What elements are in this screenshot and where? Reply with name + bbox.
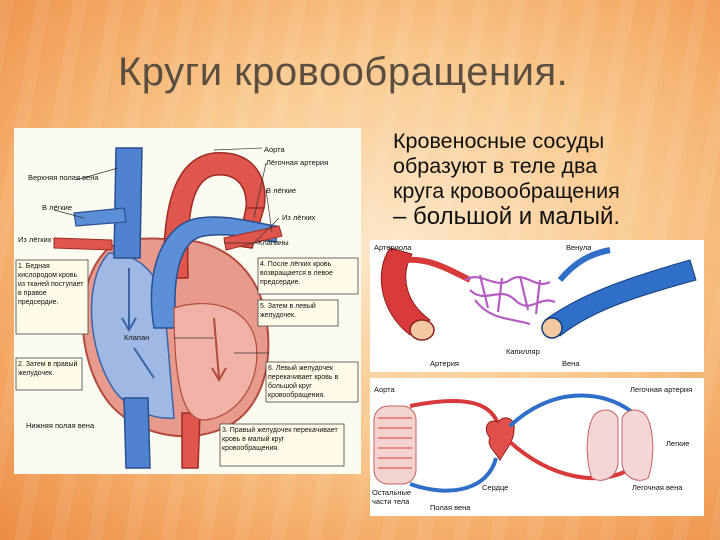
body-tissue <box>373 405 417 485</box>
label-superior-vena-cava: Верхняя полая вена <box>28 173 99 182</box>
pulmonary-artery-loop <box>508 393 634 428</box>
pulmonary-trunk <box>150 216 277 329</box>
pulmonary-left-branch <box>73 207 127 227</box>
description-line-4: – большой и малый. <box>393 203 621 230</box>
body-capillaries <box>378 417 412 469</box>
label-from-lungs-left: Из лёгких <box>18 235 52 244</box>
vessels-illustration: Артериола Венула Капилляр Артерия Вена <box>374 243 697 368</box>
label-venule: Венула <box>566 243 592 252</box>
label-aorta-small: Аорта <box>374 385 396 394</box>
label-artery: Артерия <box>430 359 459 368</box>
systemic-vein-loop <box>409 457 498 493</box>
label-lungs: Легкие <box>666 439 689 448</box>
heart-illustration: Аорта Лёгочная артерия Верхняя полая вен… <box>15 145 359 469</box>
label-rest-of-body: Остальные части тела <box>372 488 412 506</box>
slide-title: Круги кровообращения. <box>118 50 569 94</box>
description-line-2: образуют в теле два <box>393 154 598 178</box>
heart-small <box>485 417 515 462</box>
heart-diagram: Аорта Лёгочная артерия Верхняя полая вен… <box>14 128 361 474</box>
step-box-5: 5. Затем в левый желудочек. <box>257 299 339 327</box>
label-arteriole: Артериола <box>374 243 412 252</box>
description-line-1: Кровеносные сосуды <box>393 129 605 153</box>
vein-shape <box>544 259 697 337</box>
lung-left <box>586 409 619 481</box>
artery-cross-section <box>409 319 435 341</box>
flow-arrows-red <box>211 317 227 382</box>
label-pulmonary-vein-small: Легочная вена <box>632 483 683 492</box>
lower-aorta <box>181 412 201 469</box>
label-to-lungs-right: В лёгкие <box>266 186 296 195</box>
pulmonary-vein-loop <box>508 440 634 481</box>
label-aorta: Аорта <box>264 145 286 154</box>
left-ventricle <box>173 302 258 421</box>
step-box-4: 4. После лёгких кровь возвращается в лев… <box>257 257 359 295</box>
leader-lines <box>53 147 280 354</box>
description-line-3: круга кровообращения <box>393 179 620 203</box>
flow-arrows-blue <box>121 268 155 379</box>
venule-shape <box>557 247 611 282</box>
step-box-6: 6. Левый желудочек перекачивает кровь в … <box>265 361 359 403</box>
circulation-diagram: Аорта Легочная артерия Легкие Легочная в… <box>370 378 704 516</box>
label-capillary: Капилляр <box>506 347 540 356</box>
description-text: Кровеносные сосуды образуют в теле два к… <box>393 129 713 229</box>
arteriole-shape <box>405 256 472 283</box>
step-box-2: 2. Затем в правый желудочек. <box>15 357 83 391</box>
label-inferior-vena-cava: Нижняя полая вена <box>26 421 95 430</box>
vessels-diagram: Артериола Венула Капилляр Артерия Вена <box>370 240 704 372</box>
label-vein: Вена <box>562 359 580 368</box>
label-vena-cava: Полая вена <box>430 503 471 512</box>
step-box-1: 1. Бедная кислородом кровь из тканей пос… <box>15 259 89 335</box>
label-heart: Сердце <box>482 483 508 492</box>
circulation-illustration: Аорта Легочная артерия Легкие Легочная в… <box>372 385 692 512</box>
pulmonary-vein-left <box>53 237 113 251</box>
vein-cross-section <box>541 317 563 339</box>
inferior-vena-cava <box>123 397 151 469</box>
superior-vena-cava <box>113 147 143 259</box>
label-pulmonary-artery: Лёгочная артерия <box>266 158 328 167</box>
label-from-lungs-right: Из лёгких <box>282 213 316 222</box>
label-valves: Клапаны <box>258 238 289 247</box>
label-to-lungs-left: В лёгкие <box>42 203 72 212</box>
pulmonary-vein-right <box>223 225 283 251</box>
label-pulmonary-artery-small: Легочная артерия <box>630 385 692 394</box>
label-valve: Клапан <box>124 333 149 342</box>
capillary-network <box>464 274 556 326</box>
step-box-3: 3. Правый желудочек перекачивает кровь в… <box>219 423 345 467</box>
lung-right <box>621 409 654 481</box>
